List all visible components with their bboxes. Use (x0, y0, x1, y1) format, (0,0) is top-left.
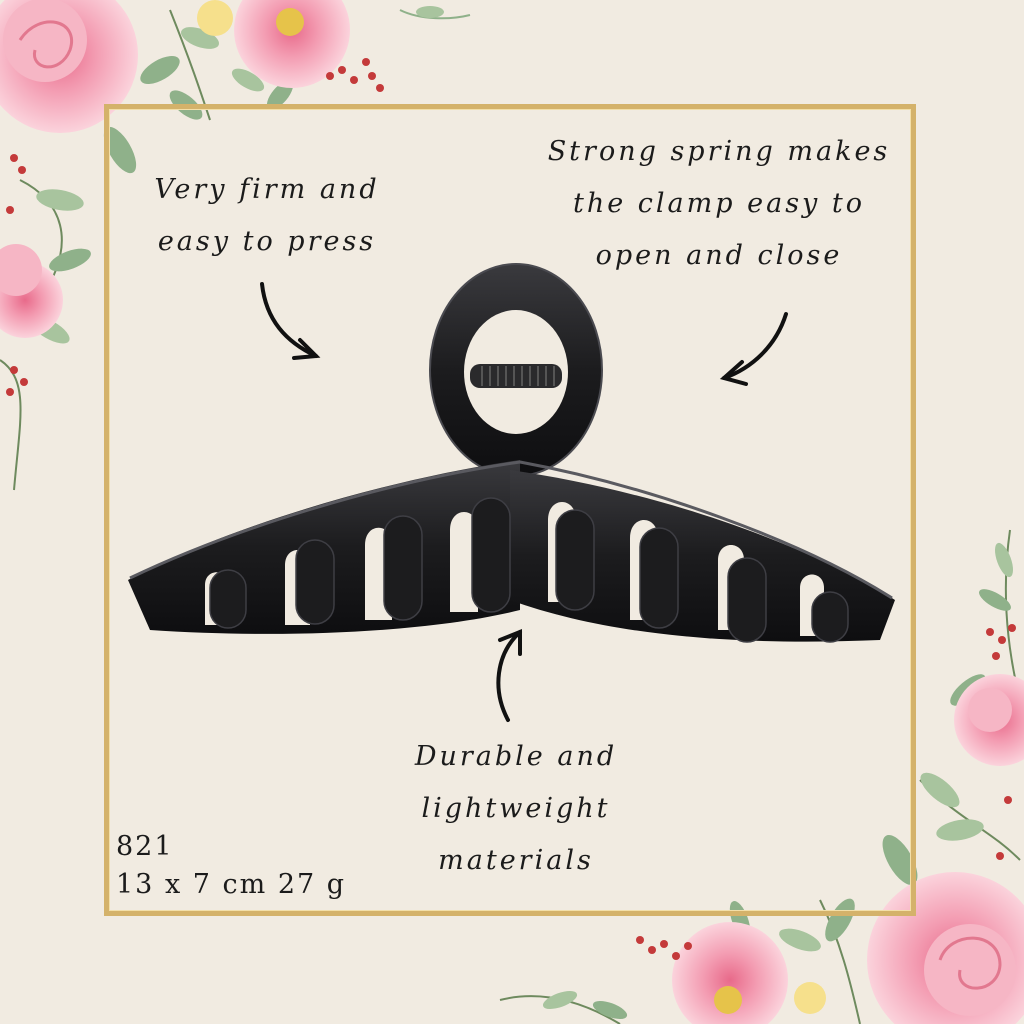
durable-caption-line: materials (438, 845, 594, 876)
firm-caption-line: easy to press (157, 226, 377, 257)
durable-caption: Durable and lightweight materials (398, 731, 634, 887)
product-spec: 821 13 x 7 cm 27 g (116, 828, 346, 904)
firm-caption-line: Very firm and (154, 174, 380, 205)
durable-caption-line: Durable and (414, 741, 618, 772)
spring-caption: Strong spring makes the clamp easy to op… (530, 126, 908, 282)
curved-arrow-icon (260, 282, 321, 360)
curved-arrow-icon (719, 312, 788, 386)
durable-caption-line: lightweight (421, 793, 611, 824)
gold-frame (104, 104, 916, 916)
product-code: 821 (116, 831, 174, 862)
hair-claw-clip-image (128, 263, 895, 643)
spring-caption-line: the clamp easy to (573, 188, 865, 219)
rose-bouquet-bottom-right-icon (499, 529, 1024, 1024)
curved-arrow-icon (496, 629, 522, 722)
spring-caption-line: Strong spring makes (547, 136, 891, 167)
rose-bouquet-top-left-icon (0, 0, 471, 491)
product-dimensions: 13 x 7 cm 27 g (116, 869, 347, 900)
firm-caption: Very firm and easy to press (138, 164, 396, 268)
spring-caption-line: open and close (595, 240, 843, 271)
